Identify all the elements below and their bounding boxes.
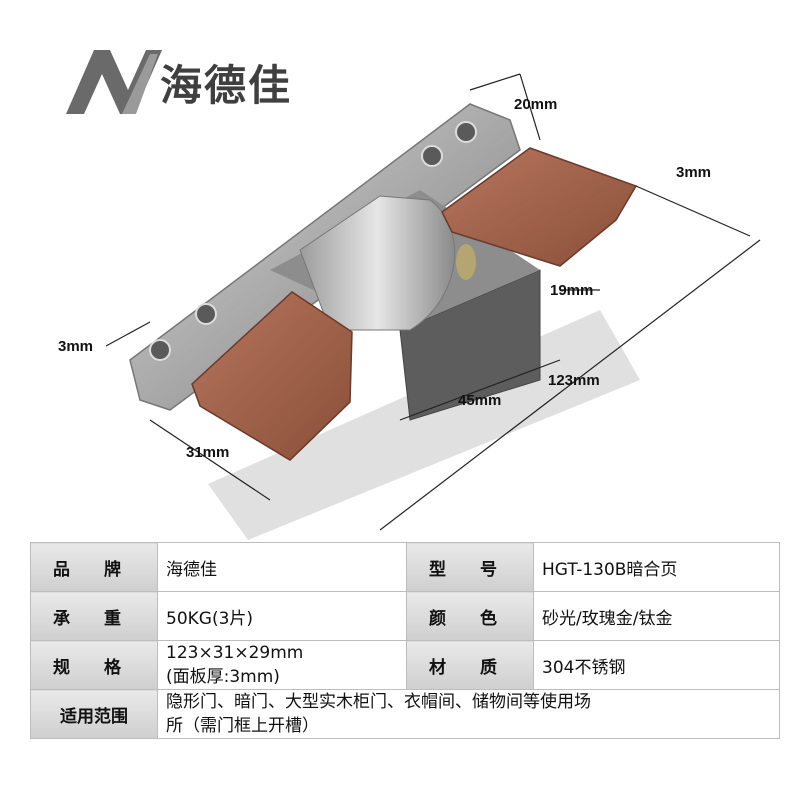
model-label: 型 号 bbox=[406, 542, 535, 592]
material-label: 材 质 bbox=[406, 640, 535, 690]
material-value: 304不锈钢 bbox=[533, 640, 780, 690]
color-label: 颜 色 bbox=[406, 591, 535, 641]
size-value: 123×31×29mm (面板厚:3mm) bbox=[156, 640, 408, 690]
dimension-label-123mm: 123mm bbox=[548, 372, 600, 389]
table-row: 承 重 50KG(3片) 颜 色 砂光/玫瑰金/钛金 bbox=[30, 591, 780, 641]
brand-value: 海德佳 bbox=[156, 542, 408, 592]
table-row: 适用范围 隐形门、暗门、大型实木柜门、衣帽间、储物间等使用场 所（需门框上开槽） bbox=[30, 689, 780, 739]
dimension-label-3mm-left: 3mm bbox=[58, 338, 94, 355]
color-value: 砂光/玫瑰金/钛金 bbox=[533, 591, 780, 641]
load-label: 承 重 bbox=[30, 591, 158, 641]
dimension-label-19mm: 19mm bbox=[550, 282, 594, 299]
scope-value-line-2: 所（需门框上开槽） bbox=[166, 716, 319, 736]
load-value: 50KG(3片) bbox=[156, 591, 408, 641]
dimension-label-20mm: 20mm bbox=[514, 96, 558, 113]
size-value-line-2: (面板厚:3mm) bbox=[166, 667, 280, 687]
dimension-label-3mm-right: 3mm bbox=[676, 164, 712, 181]
dimension-label-45mm: 45mm bbox=[458, 392, 502, 409]
model-value: HGT-130B暗合页 bbox=[533, 542, 780, 592]
size-label: 规 格 bbox=[30, 640, 158, 690]
brand-logo-icon bbox=[66, 50, 162, 114]
brand-name: 海德佳 bbox=[160, 61, 293, 110]
hinge-product-image bbox=[105, 73, 761, 540]
scope-value: 隐形门、暗门、大型实木柜门、衣帽间、储物间等使用场 所（需门框上开槽） bbox=[157, 689, 780, 739]
table-row: 品 牌 海德佳 型 号 HGT-130B暗合页 bbox=[30, 542, 780, 592]
brand-label: 品 牌 bbox=[30, 542, 158, 592]
spec-table: 品 牌 海德佳 型 号 HGT-130B暗合页 承 重 50KG(3片) 颜 色… bbox=[30, 542, 780, 739]
size-value-line-1: 123×31×29mm bbox=[166, 643, 304, 663]
scope-label: 适用范围 bbox=[30, 689, 158, 739]
table-row: 规 格 123×31×29mm (面板厚:3mm) 材 质 304不锈钢 bbox=[30, 640, 780, 690]
scope-value-line-1: 隐形门、暗门、大型实木柜门、衣帽间、储物间等使用场 bbox=[166, 692, 591, 712]
dimension-label-31mm: 31mm bbox=[186, 444, 230, 461]
